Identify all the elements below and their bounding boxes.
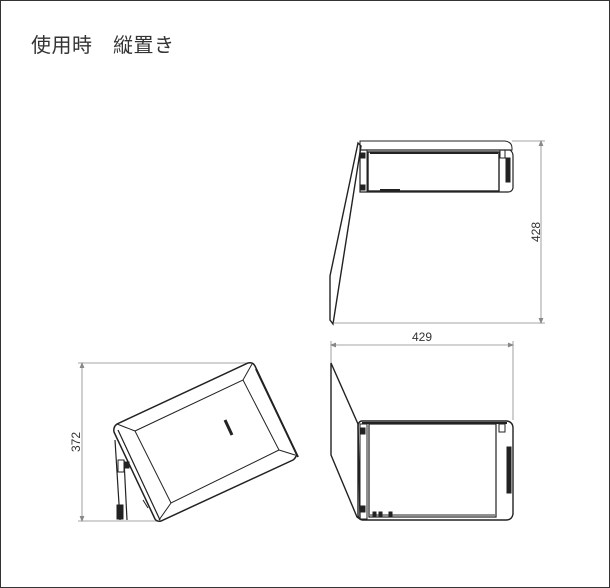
dimension-429 [329, 341, 515, 420]
side-view-lower [330, 362, 514, 521]
dimension-label-372: 372 [69, 432, 83, 452]
page-title: 使用時 縦置き [31, 33, 175, 57]
side-view-upper [329, 140, 514, 326]
dimension-label-429: 429 [412, 330, 432, 344]
dimension-372 [78, 361, 252, 523]
perspective-view [113, 362, 299, 522]
dimension-428 [333, 139, 545, 325]
dimension-label-428: 428 [529, 222, 543, 242]
